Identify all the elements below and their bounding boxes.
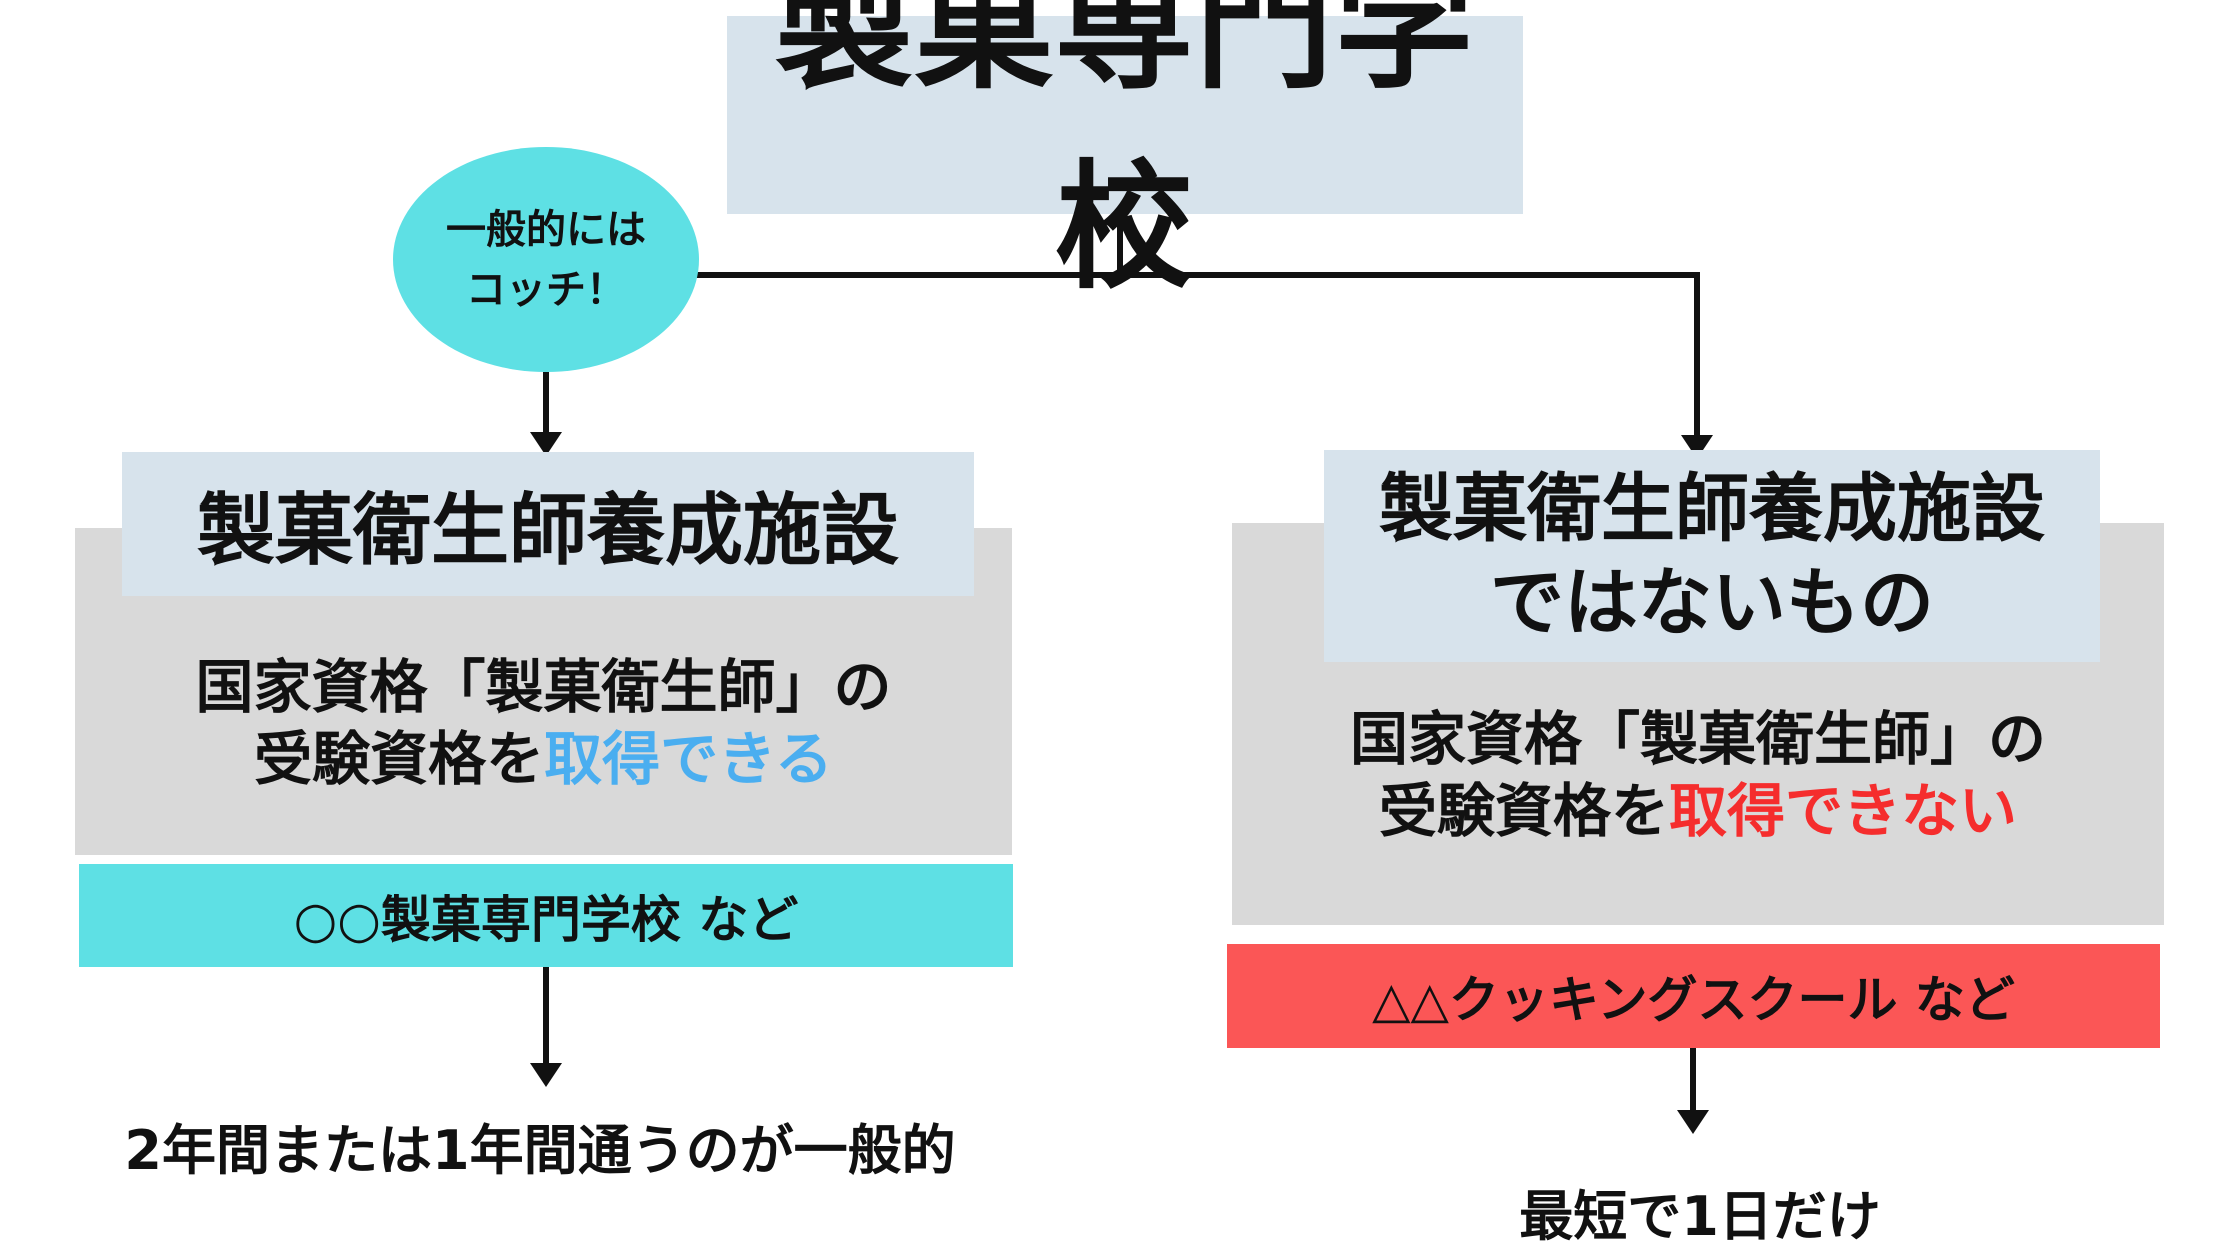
right-heading-line-2: ではないもの [1490,560,1934,646]
right-desc-prefix: 受験資格を [1378,777,1669,845]
connector-left-example-down [543,967,549,1071]
right-desc-line-1: 国家資格「製菓衛生師」の [1349,705,2046,773]
left-example-box: ○○製菓専門学校 など [79,864,1013,967]
left-desc-prefix: 受験資格を [254,725,545,793]
arrow-right-icon [1681,435,1713,459]
right-desc-line-2: 受験資格を取得できない [1350,775,2046,847]
right-desc-highlight: 取得できない [1668,777,2017,845]
title-box: 製菓専門学校 [727,0,1523,308]
connector-horizontal [690,272,1700,278]
left-heading-box: 製菓衛生師養成施設 [122,452,974,596]
arrow-left-icon [530,432,562,456]
right-description: 国家資格「製菓衛生師」の 受験資格を取得できない [1232,700,2164,850]
right-example: △△クッキングスクール など [1372,971,2015,1029]
connector-title-down [1117,214,1123,276]
right-heading-line-1: 製菓衛生師養成施設 [1379,466,2045,552]
diagram-title: 製菓専門学校 [774,0,1475,308]
bubble-line-2: コッチ！ [466,266,626,313]
left-note: 2年間または1年間通うのが一般的 [124,1118,956,1182]
recommend-bubble: 一般的には コッチ！ [393,147,699,372]
connector-bubble-down [543,372,549,444]
left-desc-line-2: 受験資格を取得できる [195,723,891,795]
left-description: 国家資格「製菓衛生師」の 受験資格を取得できる [75,648,1012,798]
arrow-left-note-icon [530,1063,562,1087]
left-example: ○○製菓専門学校 など [293,890,799,949]
right-example-box: △△クッキングスクール など [1227,944,2160,1048]
arrow-right-note-icon [1677,1110,1709,1134]
bubble-line-1: 一般的には [446,206,646,253]
left-desc-line-1: 国家資格「製菓衛生師」の [195,653,892,721]
right-note: 最短で1日だけ [1519,1184,1881,1248]
left-heading: 製菓衛生師養成施設 [196,486,899,576]
connector-right-example-down [1690,1048,1696,1118]
left-desc-highlight: 取得できる [544,725,833,793]
right-heading-box: 製菓衛生師養成施設 ではないもの [1324,450,2100,662]
connector-right-down [1694,272,1700,444]
